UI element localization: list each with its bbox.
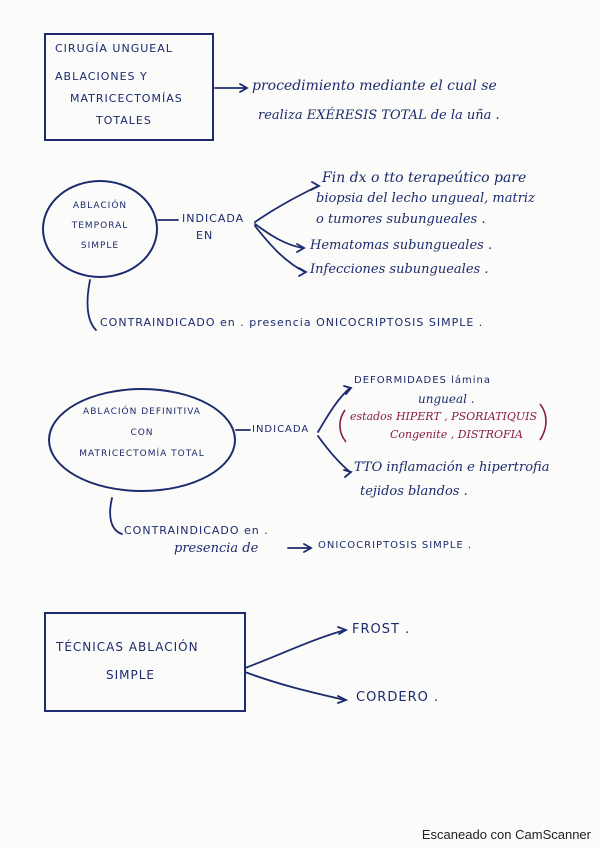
branch2-line-3: o tumores subungueales . <box>316 212 486 227</box>
oval3-line-3: MATRICECTOMÍA TOTAL <box>79 449 205 459</box>
indicada-en-line-2: EN <box>196 229 214 242</box>
ablacion-definitiva-oval <box>48 388 236 492</box>
ablacion-temporal-oval <box>42 180 158 278</box>
contra-line-3 <box>109 497 123 535</box>
oval2-line-1: ABLACIÓN <box>72 201 128 211</box>
oval3-line-1: ABLACIÓN DEFINITIVA <box>83 407 201 417</box>
scanner-watermark: Escaneado con CamScanner <box>421 827 591 842</box>
branch3-tto-2: tejidos blandos . <box>360 484 468 499</box>
branch-fin-dx <box>254 185 319 223</box>
branch3-deformidades-1: DEFORMIDADES lámina <box>354 375 491 386</box>
note-bracket-right <box>539 403 547 441</box>
definition-line-1: procedimiento mediante el cual se <box>252 78 497 94</box>
tecnicas-line-2: SIMPLE <box>106 668 156 682</box>
definition-line-2: realiza EXÉRESIS TOTAL de la uña . <box>258 108 500 123</box>
branch2-hematomas: Hematomas subungueales . <box>310 238 493 253</box>
onicocriptosis-target: ONICOCRIPTOSIS SIMPLE . <box>318 540 473 551</box>
technique-frost: FROST . <box>352 622 411 637</box>
oval3-line-2: CON <box>130 428 154 438</box>
contraindication-3-line-2: presencia de <box>174 541 259 556</box>
branch3-tto-1: TTO inflamación e hipertrofia <box>354 460 550 475</box>
indicada-3: INDICADA <box>252 424 310 435</box>
branch-cordero <box>244 671 346 701</box>
title-line-3: MATRICECTOMÍAS <box>70 92 183 105</box>
branch-deformidades <box>317 387 351 433</box>
branch-infecciones <box>254 225 306 273</box>
tecnicas-box <box>44 612 246 712</box>
contraindication-3-line-1: CONTRAINDICADO en . <box>124 524 269 537</box>
title-line-2: ABLACIONES Y <box>55 70 148 83</box>
branch2-line-2: biopsia del lecho ungueal, matriz <box>316 191 535 206</box>
branch-tto <box>317 435 351 473</box>
oval2-line-3: SIMPLE <box>80 241 120 251</box>
oval2-line-2: TEMPORAL <box>71 221 129 231</box>
note-line-1: estados HIPERT , PSORIATIQUIS <box>350 410 537 423</box>
title-line-1: CIRUGÍA UNGUEAL <box>55 42 173 55</box>
title-box <box>44 33 214 141</box>
tecnicas-line-1: TÉCNICAS ABLACIÓN <box>56 640 199 654</box>
title-line-4: TOTALES <box>96 114 152 127</box>
technique-cordero: CORDERO . <box>356 690 440 705</box>
indicada-en-line-1: INDICADA <box>182 212 245 225</box>
branch-frost <box>244 629 346 669</box>
branch3-deformidades-2: ungueal . <box>418 392 475 406</box>
branch2-infecciones: Infecciones subungueales . <box>310 262 489 277</box>
branch-hematomas <box>254 223 304 249</box>
arrowhead-definition <box>239 83 249 93</box>
note-line-2: Congenite , DISTROFIA <box>390 428 523 441</box>
branch2-line-1: Fin dx o tto terapeútico pare <box>322 170 527 186</box>
contraindication-2: CONTRAINDICADO en . presencia ONICOCRIPT… <box>100 316 484 329</box>
contra-line-2 <box>86 279 97 331</box>
note-bracket-left <box>339 409 347 443</box>
